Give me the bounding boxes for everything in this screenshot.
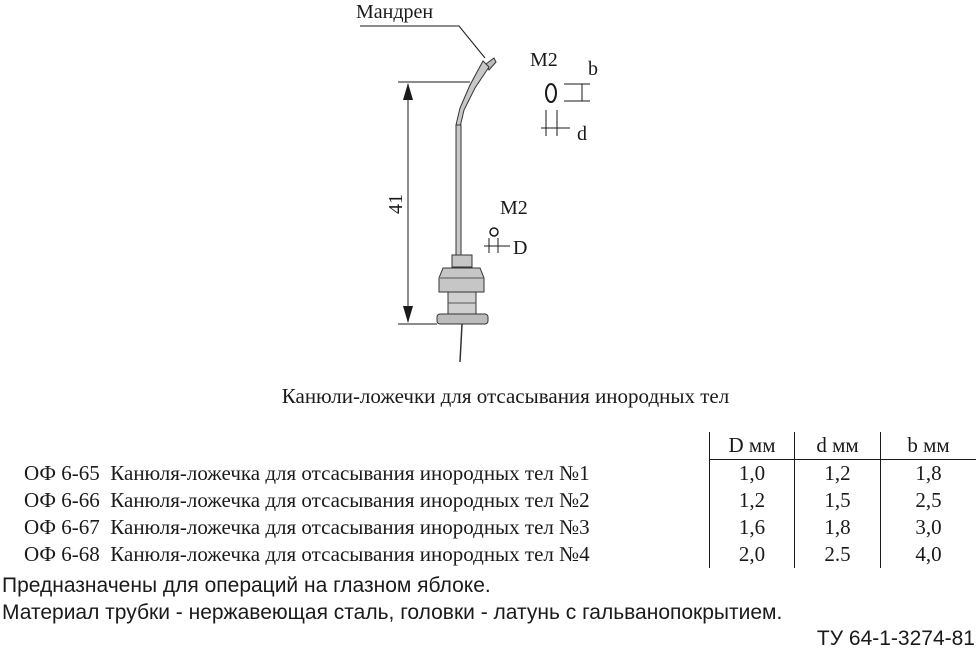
figure-caption: Канюли-ложечки для отсасывания инородных… (281, 384, 730, 408)
mandrin-leader-line (360, 25, 486, 59)
row-code: ОФ 6-66 (24, 488, 100, 512)
hub-flange (436, 313, 489, 325)
tube-cross-section (489, 227, 499, 237)
row-b: 3,0 (880, 514, 976, 541)
row-name: Канюля-ложечка для отсасывания инородных… (110, 542, 590, 566)
header-d: d мм (794, 432, 881, 460)
row-name-cell: ОФ 6-66 Канюля-ложечка для отсасывания и… (0, 487, 710, 514)
table-row: ОФ 6-66 Канюля-ложечка для отсасывания и… (0, 487, 976, 514)
cannula-tube (455, 124, 462, 256)
m2-label-mid: M2 (500, 197, 528, 219)
dim-arrow-bottom (403, 306, 413, 323)
row-name: Канюля-ложечка для отсасывания инородных… (110, 515, 590, 539)
row-d: 1,2 (794, 459, 881, 487)
row-b: 1,8 (880, 459, 976, 487)
spec-code: ТУ 64-1-3274-81 (816, 627, 975, 650)
material-note: Материал трубки - нержавеющая сталь, гол… (2, 601, 783, 624)
row-name-cell: ОФ 6-65 Канюля-ложечка для отсасывания и… (0, 460, 710, 488)
table-row: ОФ 6-65 Канюля-ложечка для отсасывания и… (0, 459, 976, 488)
row-d: 2.5 (794, 541, 881, 568)
row-d: 1,8 (794, 514, 881, 541)
hub-nut (438, 267, 485, 293)
header-D: D мм (709, 432, 795, 460)
row-b: 4,0 (880, 541, 976, 568)
table-row: ОФ 6-67 Канюля-ложечка для отсасывания и… (0, 514, 976, 541)
dim-b-label: b (588, 58, 598, 80)
row-code: ОФ 6-67 (24, 515, 100, 539)
cannula-drawing: Мандрен 41 M2 b d M2 D (356, 1, 598, 363)
row-name-cell: ОФ 6-68 Канюля-ложечка для отсасывания и… (0, 541, 710, 568)
mandrin-tail (459, 323, 463, 363)
table-row: ОФ 6-68 Канюля-ложечка для отсасывания и… (0, 541, 976, 568)
hub-collar (451, 254, 473, 268)
usage-note: Предназначены для операций на глазном яб… (2, 574, 491, 597)
length-41-label: 41 (385, 194, 407, 214)
header-b: b мм (880, 432, 976, 460)
row-name: Канюля-ложечка для отсасывания инородных… (110, 460, 590, 485)
row-d: 1,5 (794, 487, 881, 514)
table-header-row: D мм d мм b мм (0, 432, 976, 460)
header-spacer (0, 432, 710, 460)
m2-label-top: M2 (530, 49, 558, 71)
dim-D-label: D (513, 237, 527, 259)
dim-d-label: d (577, 123, 587, 145)
row-name-cell: ОФ 6-67 Канюля-ложечка для отсасывания и… (0, 514, 710, 541)
row-b: 2,5 (880, 487, 976, 514)
row-code: ОФ 6-68 (24, 542, 100, 566)
row-D: 1,2 (709, 487, 795, 514)
row-D: 1,6 (709, 514, 795, 541)
dim-arrow-top (403, 83, 413, 100)
row-D: 2,0 (709, 541, 795, 568)
row-code: ОФ 6-65 (24, 460, 100, 485)
mandrin-label: Мандрен (356, 1, 433, 23)
specs-table: D мм d мм b мм ОФ 6-65 Канюля-ложечка дл… (0, 432, 976, 568)
tip-cross-section (545, 83, 557, 103)
row-name: Канюля-ложечка для отсасывания инородных… (110, 488, 590, 512)
row-D: 1,0 (709, 459, 795, 487)
cannula-bent-tip (455, 60, 490, 128)
